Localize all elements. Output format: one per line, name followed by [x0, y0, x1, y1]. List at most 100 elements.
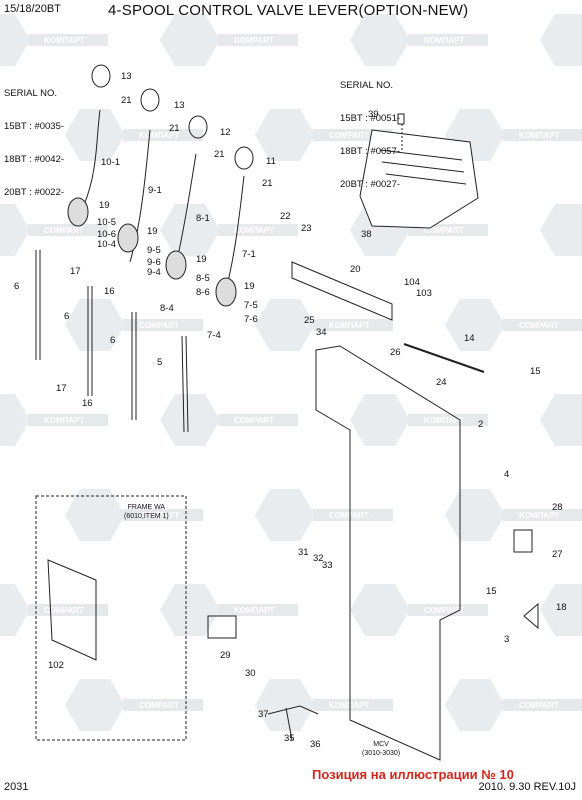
watermark-hexagon	[160, 584, 220, 636]
watermark-text: COMPART	[44, 606, 84, 615]
watermark-band	[218, 414, 298, 426]
callout-label: 8-5	[196, 273, 210, 284]
callout-label: 2	[478, 419, 484, 430]
serial-left-line: 18BT : #0042-	[4, 154, 65, 165]
knob-13a	[91, 64, 111, 88]
callout-label: 19	[147, 226, 158, 237]
page-number: 2031	[4, 781, 29, 793]
watermark-hexagon	[350, 584, 410, 636]
watermark-hexagon	[540, 584, 582, 636]
callout-label: 24	[436, 377, 447, 388]
fittings	[267, 705, 319, 741]
callout-label: 5	[157, 357, 163, 368]
callout-label: 29	[220, 650, 231, 661]
watermark-text: KOMПAPT	[519, 511, 560, 520]
lever-rod-7	[225, 175, 245, 291]
watermark-hexagon	[160, 14, 220, 66]
callout-label: 38	[361, 229, 372, 240]
mcv-note: MCV (3010-3030)	[362, 740, 400, 758]
callout-label: 15	[530, 366, 541, 377]
knob-11	[234, 146, 254, 170]
watermark-text: KOMПAPT	[424, 416, 465, 425]
watermark-text: COMPART	[519, 321, 559, 330]
callout-label: 3	[504, 634, 510, 645]
callout-label: 8-4	[160, 303, 174, 314]
callout-label: 6	[110, 335, 116, 346]
callout-label: 103	[416, 288, 432, 299]
watermark-text: KOMПAPT	[44, 36, 85, 45]
callout-label: 6	[14, 281, 20, 292]
watermark-hexagon	[65, 299, 125, 351]
watermark-hexagon	[65, 489, 125, 541]
callout-label: 9-4	[147, 267, 161, 278]
link-rod-5	[181, 335, 189, 433]
callout-label: 23	[301, 223, 312, 234]
callout-label: 7-4	[207, 330, 221, 341]
callout-label: 25	[304, 315, 315, 326]
link-rod-6a	[35, 250, 41, 360]
watermark-band	[123, 129, 203, 141]
switch-29	[207, 615, 237, 639]
watermark-text: COMPART	[234, 416, 274, 425]
frame-note-line: (6010,ITEM 1)	[124, 513, 169, 520]
callout-label: 10-6	[97, 229, 117, 240]
watermark-band	[123, 509, 203, 521]
watermark-text: KOMПAPT	[44, 416, 85, 425]
callout-label: 21	[169, 123, 180, 134]
watermark-text: KOMПAPT	[139, 511, 180, 520]
callout-label: 9-5	[147, 245, 161, 256]
callout-label: 17	[56, 383, 67, 394]
serial-right-heading: SERIAL NO.	[340, 80, 393, 91]
lever-rod-10	[83, 109, 101, 206]
watermark-text: KOMПAPT	[234, 226, 275, 235]
line-art	[35, 64, 539, 761]
watermark-band	[408, 414, 488, 426]
serial-right-line: 15BT : #0051-	[340, 113, 401, 124]
watermark-band	[408, 604, 488, 616]
boot-19d	[215, 277, 237, 307]
watermark-text: KOMПAPT	[234, 606, 275, 615]
watermark-hexagon	[540, 394, 582, 446]
watermark-hexagon	[0, 394, 30, 446]
callout-label: 33	[322, 560, 333, 571]
watermark-text: KOMПAPT	[519, 131, 560, 140]
serial-left-line: 15BT : #0035-	[4, 121, 65, 132]
callout-label: 32	[313, 553, 324, 564]
watermark-hexagon	[350, 394, 410, 446]
callout-label: 10-5	[97, 217, 117, 228]
serial-left-block: SERIAL NO. 15BT : #0035- 18BT : #0042- 2…	[4, 66, 64, 220]
watermark-hexagon	[255, 299, 315, 351]
callout-label: 37	[258, 709, 269, 720]
callout-label: 16	[82, 398, 93, 409]
watermark-hexagon	[255, 489, 315, 541]
watermark-text: COMPART	[519, 701, 559, 710]
serial-left-heading: SERIAL NO.	[4, 88, 57, 99]
boot-19c	[165, 250, 187, 280]
watermark-hexagon	[160, 394, 220, 446]
watermark-hexagon	[65, 109, 125, 161]
watermark-band	[28, 224, 108, 236]
callout-label: 12	[220, 127, 231, 138]
callout-label: 10-1	[101, 157, 121, 168]
callout-label: 7-5	[244, 300, 258, 311]
callout-label: 39	[368, 109, 379, 120]
callout-label: 18	[556, 602, 567, 613]
watermark-text: COMPART	[424, 226, 464, 235]
cover-bolt	[397, 113, 405, 125]
callout-label: 15	[486, 586, 497, 597]
watermark-hexagon	[445, 299, 505, 351]
callout-label: 26	[390, 347, 401, 358]
link-rod-6b	[87, 286, 93, 396]
watermark-band	[218, 34, 298, 46]
mcv-note-line: MCV	[373, 741, 389, 748]
callout-label: 27	[552, 549, 563, 560]
callout-label: 21	[214, 149, 225, 160]
watermark-band	[408, 34, 488, 46]
watermark-band	[28, 414, 108, 426]
watermark-text: COMPART	[139, 321, 179, 330]
serial-right-block: SERIAL NO. 15BT : #0051- 18BT : #0057- 2…	[340, 58, 400, 212]
watermark-band	[123, 319, 203, 331]
callout-label: 28	[552, 502, 563, 513]
callout-label: 8-6	[196, 287, 210, 298]
